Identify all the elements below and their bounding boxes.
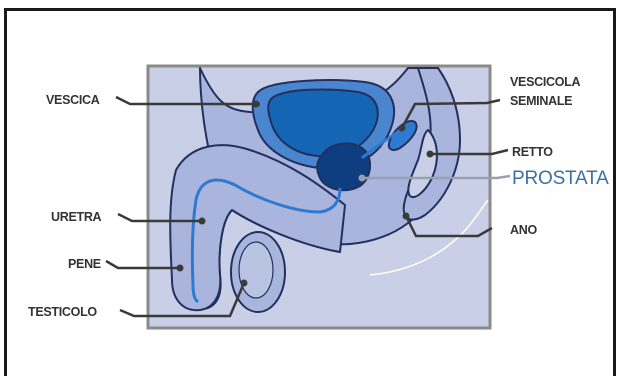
label-prostata: PROSTATA: [512, 168, 609, 189]
label-vescicola-line2: SEMINALE: [510, 94, 572, 108]
label-vescica: VESCICA: [46, 93, 100, 107]
label-pene: PENE: [68, 257, 101, 271]
leader-dot-vescicola: [399, 125, 406, 132]
leader-dot-ano: [403, 213, 410, 220]
leader-dot-uretra: [199, 218, 206, 225]
leader-dot-testicolo: [241, 280, 248, 287]
leader-dot-retto: [427, 151, 434, 158]
leader-dot-prostata: [359, 175, 366, 182]
label-vescicola-line1: VESCICOLA: [510, 75, 580, 89]
leader-dot-pene: [177, 265, 184, 272]
prostate: [317, 144, 370, 191]
label-uretra: URETRA: [51, 210, 102, 224]
label-testicolo: TESTICOLO: [28, 305, 97, 319]
leader-dot-vescica: [253, 101, 260, 108]
label-retto: RETTO: [512, 145, 553, 159]
label-ano: ANO: [510, 223, 537, 237]
testicle-inner: [239, 242, 273, 298]
